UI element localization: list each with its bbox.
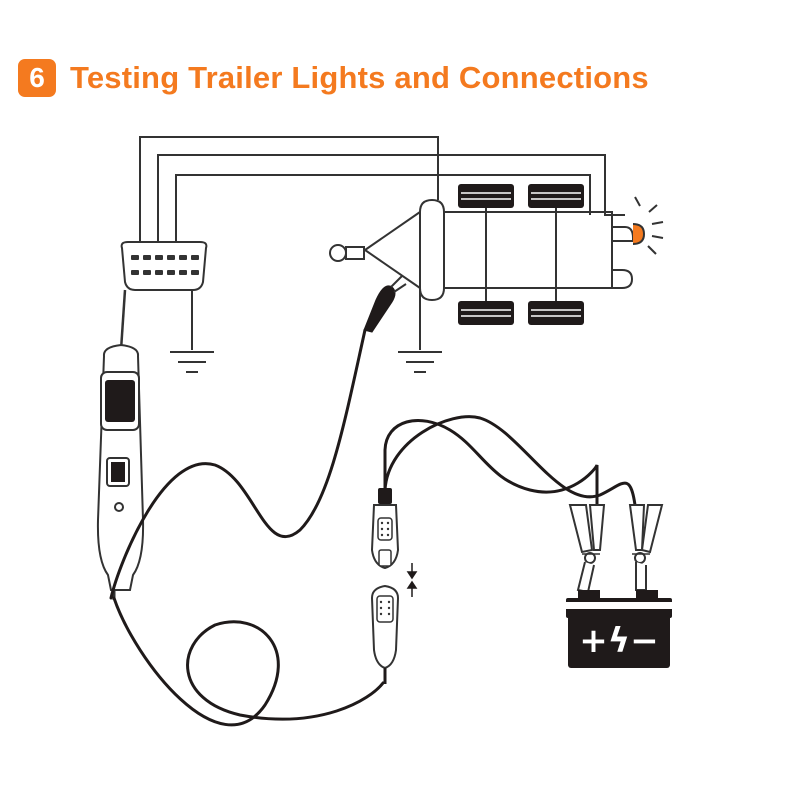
inline-connector-lower — [370, 584, 400, 684]
section-header: 6 Testing Trailer Lights and Connections — [18, 58, 649, 98]
car-battery: +ϟ− — [566, 590, 672, 668]
probe-tip — [119, 289, 127, 351]
wheel-treads — [461, 192, 581, 317]
section-title: Testing Trailer Lights and Connections — [70, 60, 649, 95]
probe-cables — [109, 328, 637, 727]
alligator-clip-probe — [363, 275, 407, 333]
lit-tail-light — [632, 196, 664, 255]
trailer-wheels — [458, 184, 584, 325]
battery-terminal-symbols: +ϟ− — [579, 621, 658, 661]
trailer-plug — [120, 241, 208, 291]
step-number-badge: 6 — [18, 59, 56, 97]
hitch-coupler — [329, 244, 365, 262]
power-probe-tool — [96, 343, 145, 600]
trailer-chassis — [364, 195, 634, 305]
ground-symbol-right — [398, 351, 442, 373]
ground-symbol-left — [170, 351, 214, 373]
inline-connector-upper — [370, 488, 400, 570]
connect-arrows — [406, 563, 418, 597]
battery-clamp-negative — [628, 504, 664, 591]
battery-clamp-positive — [568, 504, 606, 594]
